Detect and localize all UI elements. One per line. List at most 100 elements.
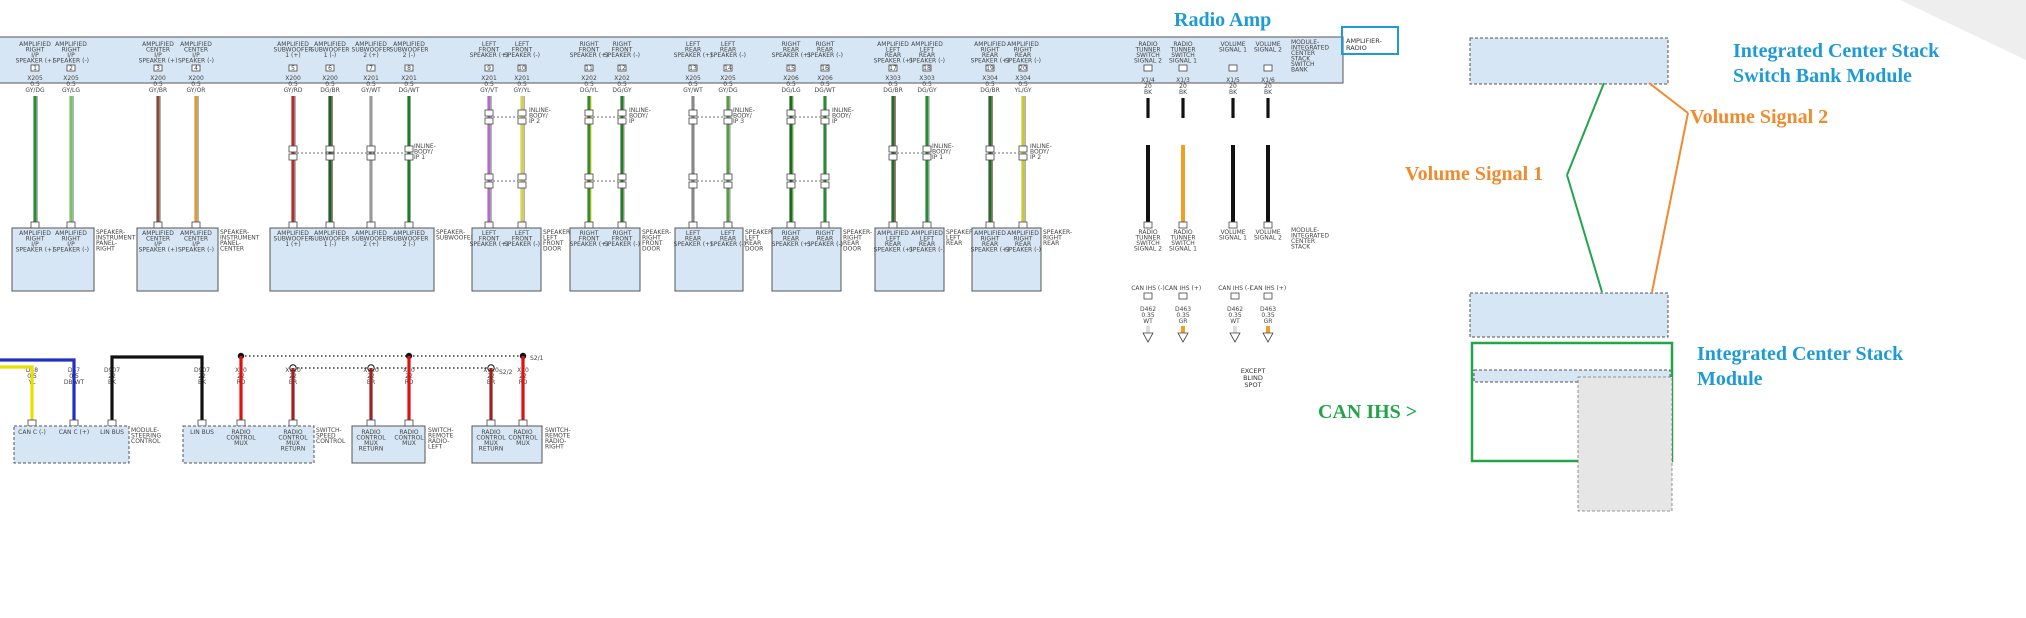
amp-pin-label: SPEAKER (-) [504,52,540,59]
speed-pin-label: CONTROL [226,435,256,442]
inline-pin [288,145,298,153]
inline-pin [922,153,932,161]
amp-pin-label: RIGHT [816,41,835,48]
remote-pin-label: CONTROL [394,435,424,442]
amp-pin-label: LEFT [886,47,900,54]
amp-pin [888,64,898,72]
inline-pin [517,173,527,181]
speaker-pin-label: CENTER [146,236,170,243]
icsm-top-pin-label: SIGNAL 2 [1134,246,1162,253]
amp-pin [153,64,163,72]
speaker-pin-label: SPEAKER (-) [178,247,214,254]
speaker-pin-label: REAR [817,236,833,243]
inline-pin [688,173,698,181]
remote-left-name: SWITCH- [428,427,454,434]
speaker-pin [404,221,414,229]
bottom-pin [197,419,207,427]
speaker-module-name: RIGHT [96,246,115,253]
speaker-pin-label: AMPLIFIED [1007,230,1039,237]
speaker-module-name: DOOR [843,246,861,253]
inline-pin [617,117,627,125]
amp-pin [404,64,414,72]
inline-pin [786,181,796,189]
speaker-pin-label: 1 (-) [324,241,337,248]
speaker-pin [922,221,932,229]
inline-label: BODY/ [1030,149,1050,156]
amp-pin-label: SUBWOOFER [274,47,313,54]
icsm-module-name: INTEGRATED [1291,233,1329,240]
speaker-pin-label: SPEAKER (+) [772,241,811,248]
icsbm-pin-label: SIGNAL 1 [1219,47,1247,54]
speaker-module-name: PANEL- [96,240,117,247]
amp-pin [723,64,733,72]
bottom-pin [404,419,414,427]
amp-pin-label: AMPLIFIED [911,41,943,48]
can-pin-label: CAN IHS (-) [1131,285,1165,292]
speed-pin-label: RADIO [231,429,250,436]
amp-pin-label: RIGHT [782,41,801,48]
amp-pin-label: REAR [783,47,799,54]
speaker-module-name: DOOR [745,246,763,253]
inline-pin [484,117,494,125]
speaker-pin-label: 2 (+) [363,241,378,248]
icsbm-wire-code: 20 [1144,83,1152,90]
can-wire-code: GR [1264,318,1273,325]
amp-wire-code: 0.5 [1018,81,1028,88]
can-arrow [1177,332,1189,343]
inline-pin [288,153,298,161]
speed-module-name: CONTROL [316,438,346,445]
amp-pin-label: FRONT [579,47,600,54]
speaker-module-name: SUBWOOFER [436,235,475,242]
inline-pin [786,109,796,117]
icsbm-top-module[interactable] [1469,37,1669,85]
speaker-module [136,227,219,292]
icsbm-bottom-pin [1228,221,1238,229]
icsbm-module-name: CENTER [1291,50,1315,57]
speaker-module-name: SPEAKER- [642,229,671,236]
icsbm-pin [1228,64,1238,72]
speaker-pin [820,221,830,229]
icsbm-pin [1143,64,1153,72]
speaker-pin [191,221,201,229]
can-wire-code: 0.35 [1141,312,1155,319]
amp-pin-number: 12 [618,65,626,72]
speaker-pin-label: 1 (+) [285,241,300,248]
inline-pin [484,181,494,189]
speaker-pin-label: RIGHT [816,230,835,237]
can-wire-code: 0.35 [1228,312,1242,319]
amp-pin [325,64,335,72]
icsm-top-pin-label: VOLUME [1255,229,1280,236]
amp-pin-label: SPEAKER (+) [971,58,1010,65]
callout-icsbm-line2: Switch Bank Module [1733,65,1912,87]
amp-pin-label: AMPLIFIED [314,41,346,48]
icsbm-wire-code: 20 [1264,83,1272,90]
amp-wire-code: 0.5 [820,81,830,88]
icsbm-bottom-module[interactable] [1469,292,1669,338]
speaker-pin-label: SPEAKER (+) [874,247,913,254]
splice-label: S2/2 [499,369,513,376]
amp-pin-label: RIGHT [62,47,81,54]
svg-text:RADIO: RADIO [1346,44,1367,52]
amp-wire-code: X200 [188,75,204,82]
remote-pin-label: MUX [364,440,378,447]
icsm-top-pin-label: SWITCH [1171,240,1195,247]
amp-pin-label: I/P [67,52,75,59]
inline-pin [584,181,594,189]
speaker-pin-label: FRONT [612,236,633,243]
speaker-module-name: CENTER [220,246,244,253]
speaker-pin-label: FRONT [579,236,600,243]
speaker-pin-label: CENTER [184,236,208,243]
can-wire-code: WT [1230,318,1240,325]
amp-wire-code: DG/WT [399,87,420,94]
can-wire-code: D463 [1260,306,1276,313]
speaker-pin-label: SPEAKER (+) [570,241,609,248]
amplifier-radio-module[interactable] [0,36,1344,84]
icsbm-pin-label: RADIO [1138,41,1157,48]
inline-label: BODY/ [629,113,649,120]
steering-pin-label: CAN C (+) [59,429,90,436]
amp-pin-label: LEFT [721,41,735,48]
inline-pin [820,173,830,181]
speaker-module-name: SPEAKER- [843,229,872,236]
amp-wire-code: X206 [783,75,799,82]
amp-pin [584,64,594,72]
